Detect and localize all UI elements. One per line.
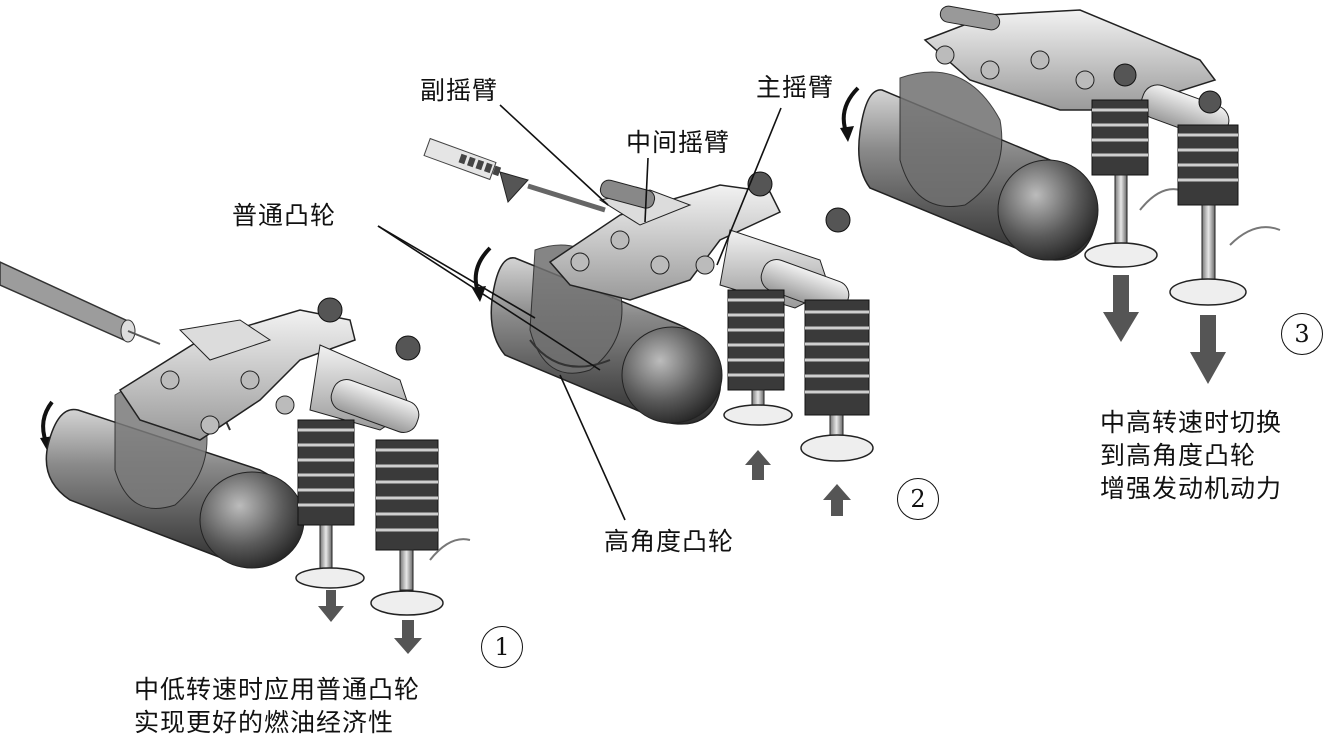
- stage-number-3: 3: [1281, 313, 1323, 355]
- caption-line: 中高转速时切换: [1100, 408, 1283, 437]
- caption-stage-1: 中低转速时应用普通凸轮 实现更好的燃油经济性: [134, 673, 420, 739]
- caption-stage-3: 中高转速时切换 到高角度凸轮 增强发动机动力: [1100, 406, 1282, 505]
- valve-2b: [800, 207, 874, 516]
- label-sub-rocker: 副摇臂: [420, 76, 499, 105]
- valve-2a: [723, 171, 793, 480]
- leader-mid-rocker: [644, 157, 649, 223]
- valve-1a: [295, 297, 365, 622]
- camshaft: [490, 244, 723, 425]
- stage-number-1: 1: [481, 626, 523, 668]
- caption-line: 到高角度凸轮: [1100, 441, 1257, 470]
- assembly-stage-2: [423, 137, 874, 516]
- caption-line: 中低转速时应用普通凸轮: [134, 675, 421, 704]
- rocker-arms: [118, 309, 420, 441]
- caption-line: 实现更好的燃油经济性: [134, 708, 395, 737]
- caption-line: 增强发动机动力: [1100, 474, 1283, 503]
- leader-normal-cam-b: [377, 225, 601, 371]
- label-main-rocker: 主摇臂: [756, 73, 835, 102]
- rocker-arms: [548, 179, 850, 313]
- valve-3a: [1084, 63, 1181, 342]
- label-high-cam: 高角度凸轮: [604, 527, 735, 556]
- leader-sub-rocker: [499, 104, 609, 206]
- valve-3b: [1169, 90, 1281, 384]
- camshaft: [858, 71, 1099, 261]
- leader-lines: [377, 104, 782, 521]
- leader-normal-cam-a: [377, 225, 536, 319]
- label-mid-rocker: 中间摇臂: [626, 128, 731, 157]
- label-normal-cam: 普通凸轮: [232, 201, 337, 230]
- valve-1b: [370, 335, 471, 654]
- stage-number-2: 2: [897, 478, 939, 520]
- control-rod: [423, 137, 606, 213]
- assembly-stage-1: [0, 261, 471, 654]
- leader-main-rocker: [716, 107, 782, 266]
- control-rod: [0, 261, 161, 345]
- assembly-stage-3: [840, 5, 1281, 384]
- rotation-arrowhead-icon: [840, 126, 854, 142]
- leader-high-cam: [559, 374, 626, 521]
- rotation-arrow-icon: [841, 86, 860, 133]
